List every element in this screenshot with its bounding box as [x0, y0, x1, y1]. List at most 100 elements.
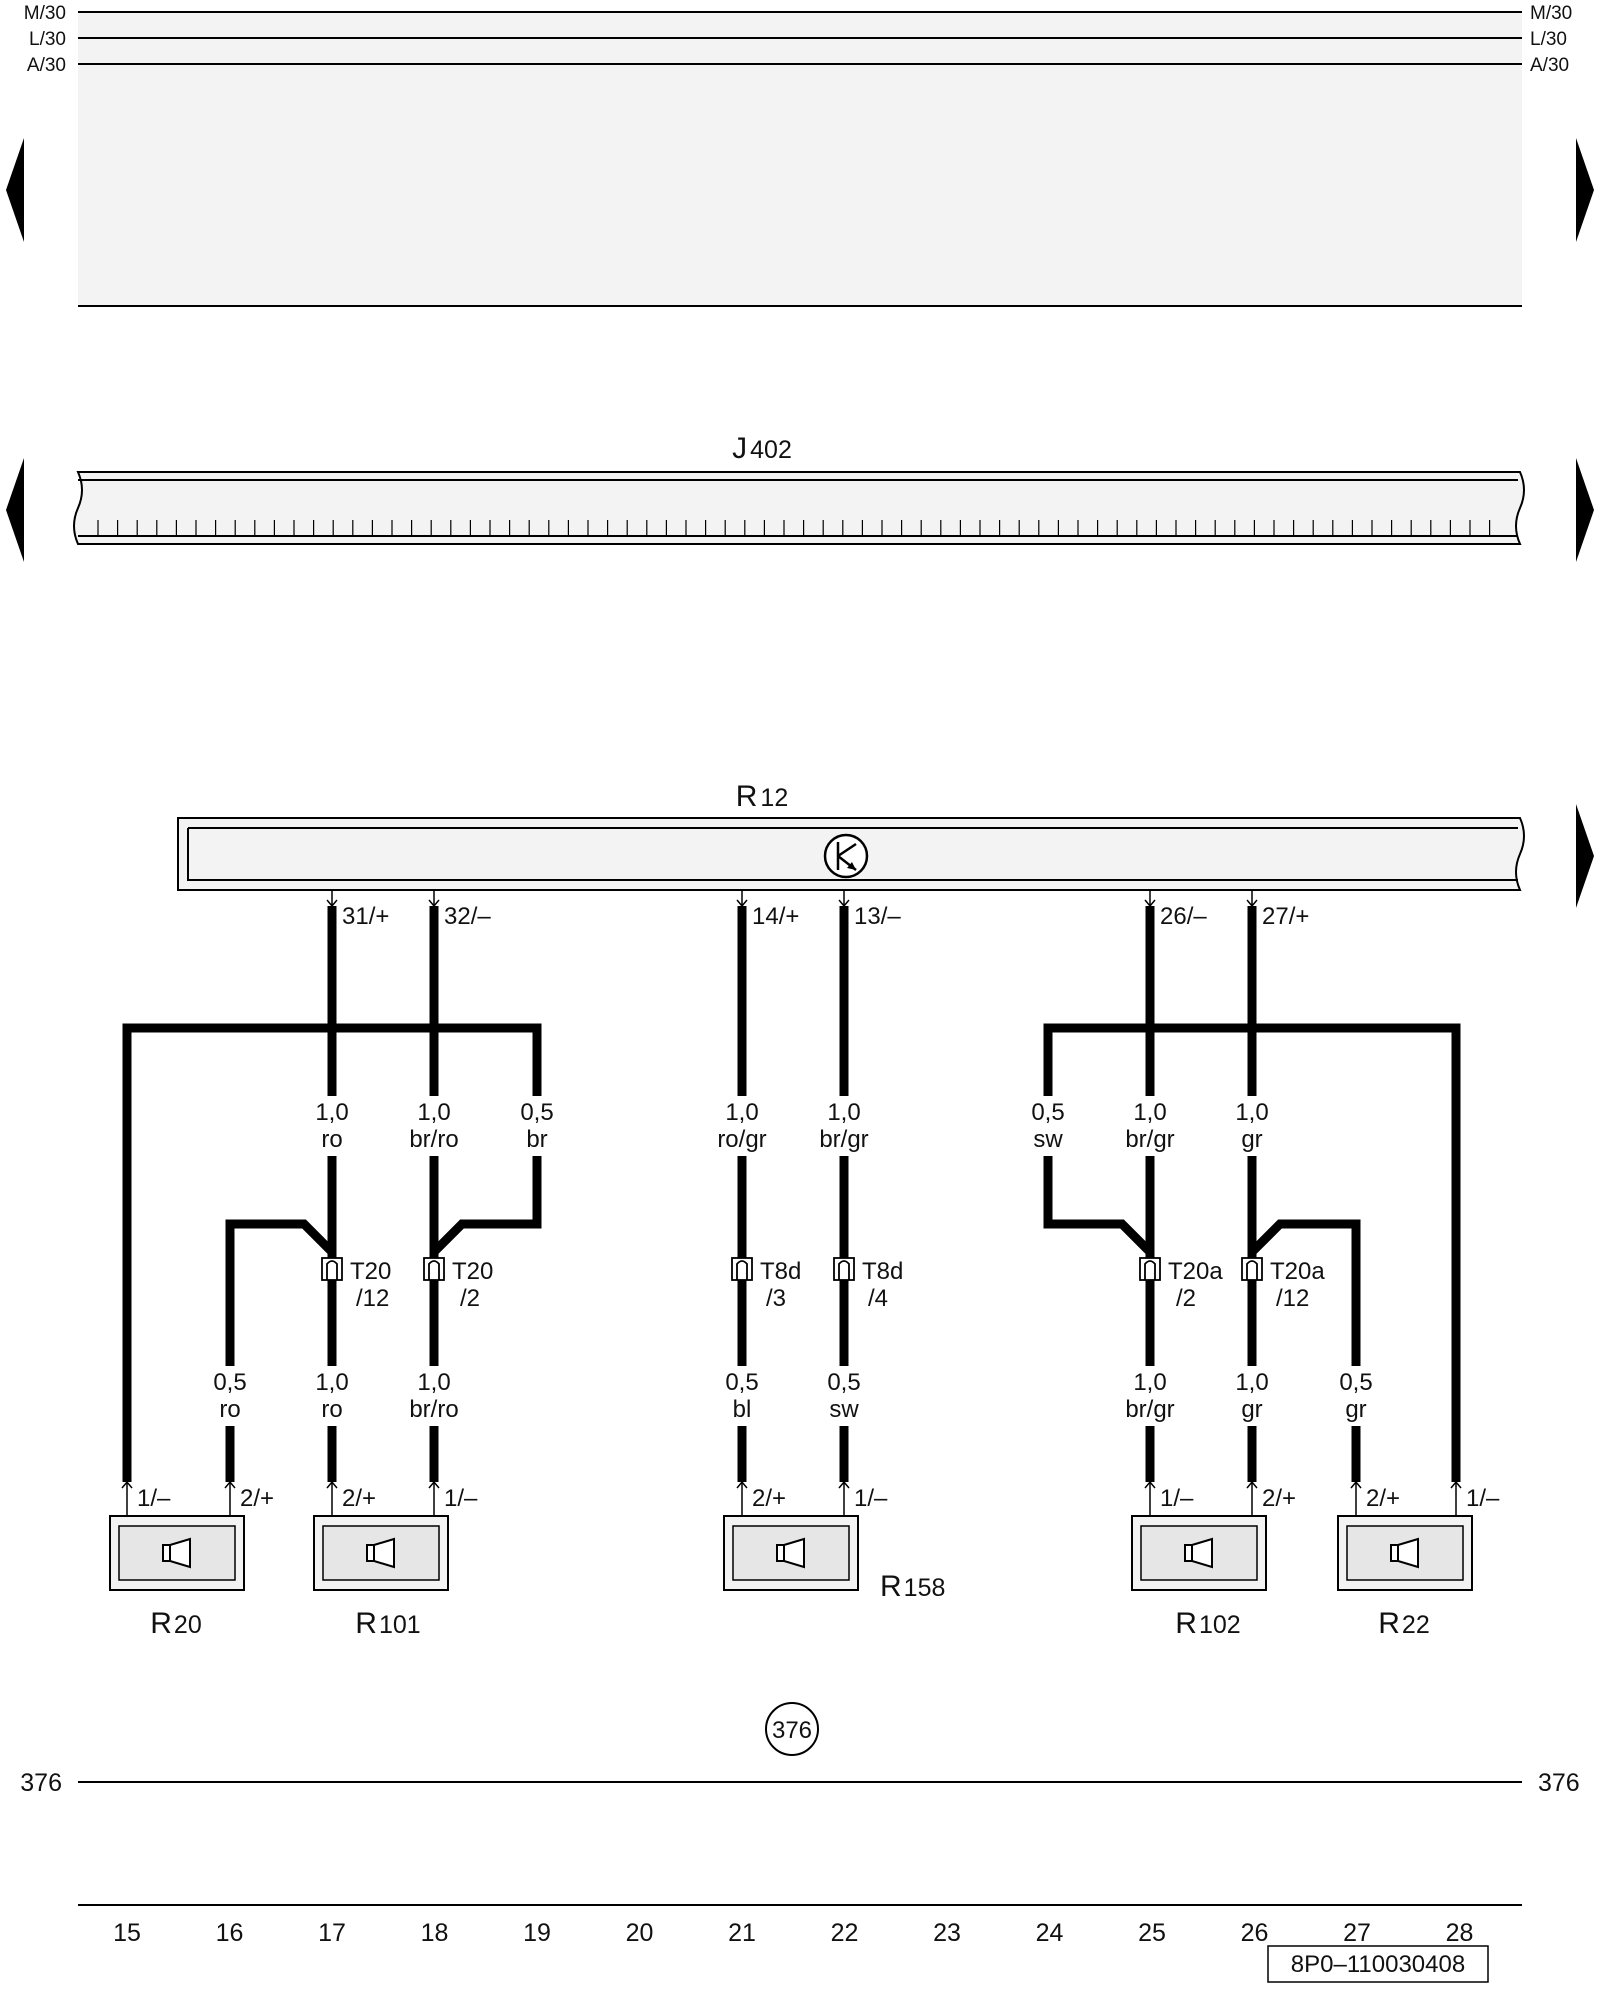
upper-wire-7-size: 1,0: [1133, 1099, 1166, 1126]
speaker-pin-labels: 1/– 2/+ 2/+ 1/– 2/+ 1/– 1/– 2/+ 2/+ 1/–: [137, 1485, 1500, 1512]
lower-wire-1-size: 0,5: [213, 1369, 246, 1396]
speaker-r20: [109, 1515, 245, 1591]
connector-t8d-3-name: T8d: [760, 1258, 801, 1285]
upper-wire-5-size: 1,0: [827, 1099, 860, 1126]
column-number: 28: [1446, 1919, 1474, 1947]
r158-label: R158: [880, 1570, 945, 1603]
prev-page-arrow-icon[interactable]: [6, 138, 24, 242]
lower-wire-7-color: gr: [1241, 1396, 1262, 1423]
upper-wire-6-size: 0,5: [1031, 1099, 1064, 1126]
connector-t20a-2-pin: /2: [1176, 1285, 1196, 1312]
column-number: 27: [1343, 1919, 1371, 1947]
speaker-r22: [1337, 1515, 1473, 1591]
upper-wire-2-size: 1,0: [417, 1099, 450, 1126]
bus-label-left-a30: A/30: [27, 55, 66, 76]
ground-reference-number: 376: [772, 1717, 812, 1744]
speaker-icon: [162, 1537, 191, 1569]
r12-letter: R: [736, 780, 758, 813]
lower-wire-4-color: bl: [733, 1396, 752, 1423]
next-page-arrow-icon-2[interactable]: [1576, 458, 1594, 562]
column-number: 25: [1138, 1919, 1166, 1947]
r101-pin-1: 1/–: [444, 1485, 478, 1512]
column-number: 22: [831, 1919, 859, 1947]
lower-wire-7-size: 1,0: [1235, 1369, 1268, 1396]
lower-wire-6-color: br/gr: [1125, 1396, 1174, 1423]
column-number: 24: [1036, 1919, 1064, 1947]
speaker-icon: [1390, 1537, 1419, 1569]
connector-t8d-4-pin: /4: [868, 1285, 888, 1312]
r20-pin-1: 1/–: [137, 1485, 171, 1512]
next-page-arrow-icon-3[interactable]: [1576, 804, 1594, 908]
ground-reference-circle: [765, 1702, 819, 1756]
r12-pin-27: 27/+: [1262, 903, 1309, 930]
speaker-r158: [723, 1515, 859, 1591]
r22-pin-2: 2/+: [1366, 1485, 1400, 1512]
upper-wire-8-color: gr: [1241, 1126, 1262, 1153]
doc-id: 8P0–110030408: [1291, 1951, 1465, 1978]
connector-symbols: [321, 1257, 1263, 1281]
speaker-icon: [1184, 1537, 1213, 1569]
connector-t20a-12-pin: /12: [1276, 1285, 1309, 1312]
column-number: 17: [318, 1919, 346, 1947]
column-number: 19: [523, 1919, 551, 1947]
ground-label-left: 376: [20, 1769, 62, 1797]
j402-pin-ticks: [97, 520, 1491, 536]
lower-wire-8-size: 0,5: [1339, 1369, 1372, 1396]
speaker-r101: [313, 1515, 449, 1591]
r22-pin-1: 1/–: [1466, 1485, 1500, 1512]
bus-label-left-l30: L/30: [29, 29, 66, 50]
r12-number: 12: [760, 784, 788, 812]
r12-pin-26: 26/–: [1160, 903, 1207, 930]
bus-label-right-a30: A/30: [1530, 55, 1569, 76]
r102-pin-1: 1/–: [1160, 1485, 1194, 1512]
r101-pin-2: 2/+: [342, 1485, 376, 1512]
speaker-icon: [366, 1537, 395, 1569]
wire-r20-pin2: [225, 1219, 336, 1482]
lower-wire-labels: 0,5 ro 1,0 ro 1,0 br/ro 0,5 bl 0,5 sw 1,…: [213, 1369, 1372, 1423]
upper-wire-6-color: sw: [1033, 1126, 1063, 1153]
lower-wire-1-color: ro: [219, 1396, 240, 1423]
bus-label-right-l30: L/30: [1530, 29, 1567, 50]
r12-pin-13: 13/–: [854, 903, 901, 930]
connector-t20-12-name: T20: [350, 1258, 391, 1285]
lower-wire-5-color: sw: [829, 1396, 859, 1423]
connector-t20a-2-name: T20a: [1168, 1258, 1223, 1285]
r12-pin-arrows: [326, 890, 1258, 908]
upper-wire-3-size: 0,5: [520, 1099, 553, 1126]
r102-label: R102: [1175, 1607, 1240, 1640]
lower-wire-3-size: 1,0: [417, 1369, 450, 1396]
lower-wire-2-size: 1,0: [315, 1369, 348, 1396]
ground-label-right: 376: [1538, 1769, 1580, 1797]
r158-pin-2: 2/+: [752, 1485, 786, 1512]
doc-id-box: [1267, 1945, 1489, 1983]
connector-t8d-4-name: T8d: [862, 1258, 903, 1285]
upper-wire-2-color: br/ro: [409, 1126, 458, 1153]
upper-wire-1-size: 1,0: [315, 1099, 348, 1126]
upper-wire-4-size: 1,0: [725, 1099, 758, 1126]
connector-t20-2-name: T20: [452, 1258, 493, 1285]
lower-wire-3-color: br/ro: [409, 1396, 458, 1423]
j402-number: 402: [750, 436, 792, 464]
bus-panel: [78, 12, 1522, 306]
next-page-arrow-icon[interactable]: [1576, 138, 1594, 242]
r12-pin-32: 32/–: [444, 903, 491, 930]
column-number: 21: [728, 1919, 756, 1947]
lower-wire-6-size: 1,0: [1133, 1369, 1166, 1396]
prev-page-arrow-icon-2[interactable]: [6, 458, 24, 562]
connector-t20-2-pin: /2: [460, 1285, 480, 1312]
column-number: 16: [216, 1919, 244, 1947]
bus-label-left-m30: M/30: [24, 3, 66, 24]
connector-t20-12-pin: /12: [356, 1285, 389, 1312]
wire-r22-pin2: [1248, 1219, 1361, 1482]
column-number: 18: [421, 1919, 449, 1947]
connector-labels: T20 /12 T20 /2 T8d /3 T8d /4 T20a /2 T20…: [350, 1258, 1325, 1312]
lower-wire-2-color: ro: [321, 1396, 342, 1423]
column-number: 23: [933, 1919, 961, 1947]
connector-t20a-12-name: T20a: [1270, 1258, 1325, 1285]
upper-wire-5-color: br/gr: [819, 1126, 868, 1153]
upper-wire-7-color: br/gr: [1125, 1126, 1174, 1153]
